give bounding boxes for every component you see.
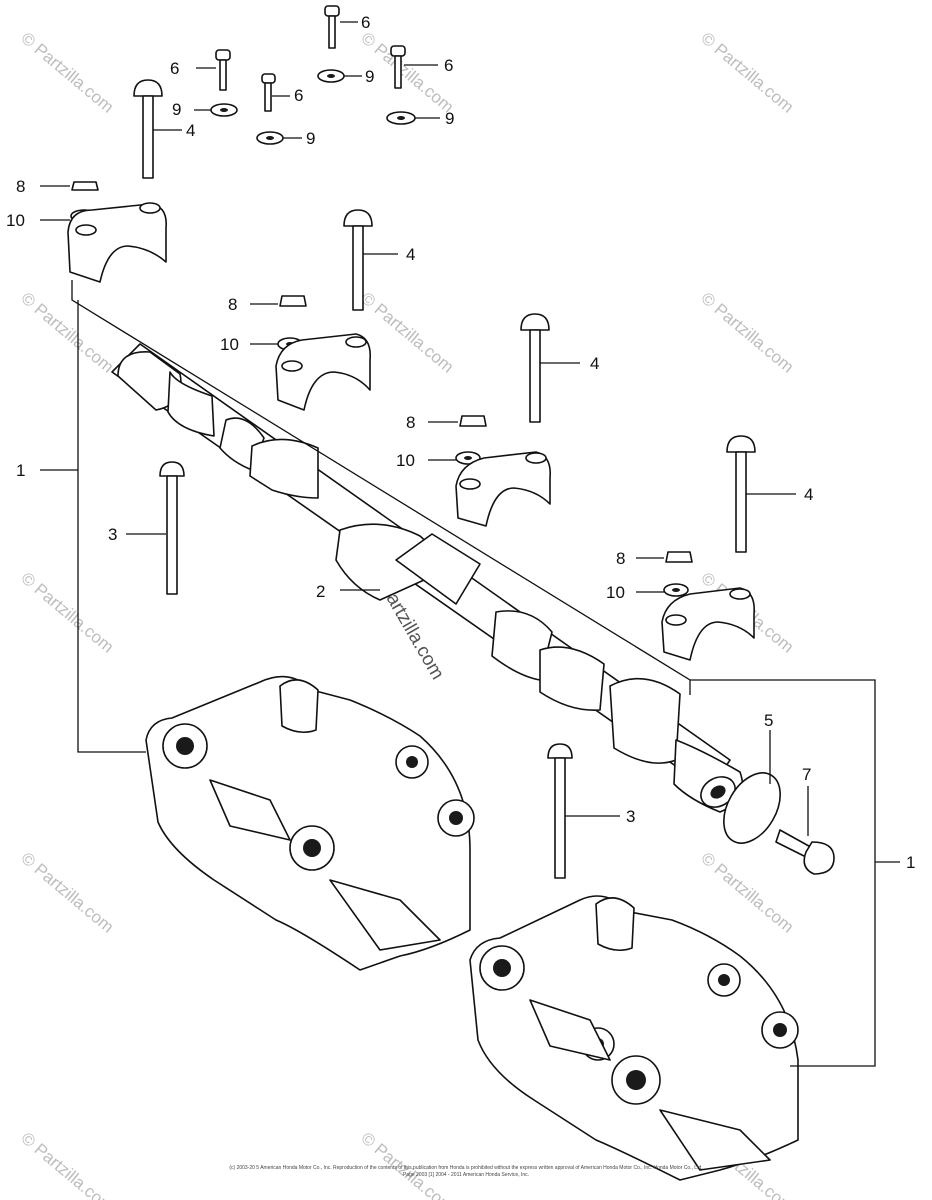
callout-5: 5	[764, 711, 773, 730]
callout-10: 10	[6, 211, 25, 230]
callout-1: 1	[16, 461, 25, 480]
bolt-4-b	[343, 209, 398, 311]
bolt-3-a	[126, 461, 185, 595]
callout-1: 1	[906, 853, 915, 872]
callout-2: 2	[316, 582, 325, 601]
callout-4: 4	[186, 121, 195, 140]
bolt-6-left	[196, 49, 231, 91]
watermark: © Partzilla.com	[17, 849, 117, 937]
camshaft-holder-left	[145, 675, 475, 971]
watermark: © Partzilla.com	[17, 569, 117, 657]
nut-8-a	[40, 181, 99, 191]
bearing-cap-3	[455, 451, 552, 527]
callout-9: 9	[306, 129, 315, 148]
callout-10: 10	[396, 451, 415, 470]
callout-6: 6	[294, 86, 303, 105]
bolt-4-a	[133, 79, 182, 179]
washer-5	[723, 730, 781, 844]
assembly-bracket-lines	[40, 280, 900, 1067]
callout-8: 8	[16, 177, 25, 196]
watermark: © Partzilla.com	[357, 289, 457, 377]
watermark: © Partzilla.com	[697, 289, 797, 377]
bolt-4-c	[520, 313, 580, 423]
camshaft	[111, 343, 744, 813]
callout-4: 4	[590, 354, 599, 373]
copyright-line-2: Page 2003 [1] 2004 - 2011 American Honda…	[402, 1172, 530, 1178]
callout-4: 4	[406, 245, 415, 264]
bolt-6-middle	[261, 73, 290, 112]
callout-labels: 6 6 6 6 9 9 9 9 4 4 4 4 8 8 8 8 10 10 10…	[6, 13, 915, 872]
bearing-cap-1	[67, 202, 167, 283]
callout-7: 7	[802, 765, 811, 784]
callout-8: 8	[616, 549, 625, 568]
callout-8: 8	[228, 295, 237, 314]
callout-4: 4	[804, 485, 813, 504]
washer-10-d	[636, 583, 689, 597]
nut-8-d	[636, 551, 693, 563]
copyright-notice: (c) 2003-20 5 American Honda Motor Co., …	[0, 1165, 932, 1179]
bolt-3-b	[547, 743, 620, 879]
watermark: © Partzilla.com	[17, 29, 117, 117]
callout-3: 3	[108, 525, 117, 544]
bolt-7	[775, 786, 835, 875]
washer-9-d	[256, 131, 302, 145]
callout-10: 10	[606, 583, 625, 602]
callout-3: 3	[626, 807, 635, 826]
nut-8-b	[250, 295, 307, 307]
watermark: © Partzilla.com	[697, 849, 797, 937]
washer-9-a	[317, 69, 362, 83]
copyright-line-1: (c) 2003-20 5 American Honda Motor Co., …	[229, 1165, 703, 1171]
callout-8: 8	[406, 413, 415, 432]
callout-10: 10	[220, 335, 239, 354]
camshaft-holder-right	[469, 895, 799, 1181]
bearing-cap-2	[275, 333, 372, 411]
bearing-cap-4	[661, 587, 756, 661]
callout-9: 9	[365, 67, 374, 86]
callout-6: 6	[444, 56, 453, 75]
watermark: © Partzilla.com	[17, 289, 117, 377]
washer-10-c	[428, 451, 481, 465]
watermark: © Partzilla.com	[697, 29, 797, 117]
callout-9: 9	[445, 109, 454, 128]
callout-9: 9	[172, 100, 181, 119]
nut-8-c	[428, 415, 487, 427]
washer-9-b	[194, 103, 238, 117]
bolt-6-right	[390, 45, 438, 89]
washer-9-c	[386, 111, 440, 125]
callout-6: 6	[170, 59, 179, 78]
bolt-4-d	[726, 435, 796, 553]
bolt-6-top	[324, 5, 358, 49]
callout-6: 6	[361, 13, 370, 32]
